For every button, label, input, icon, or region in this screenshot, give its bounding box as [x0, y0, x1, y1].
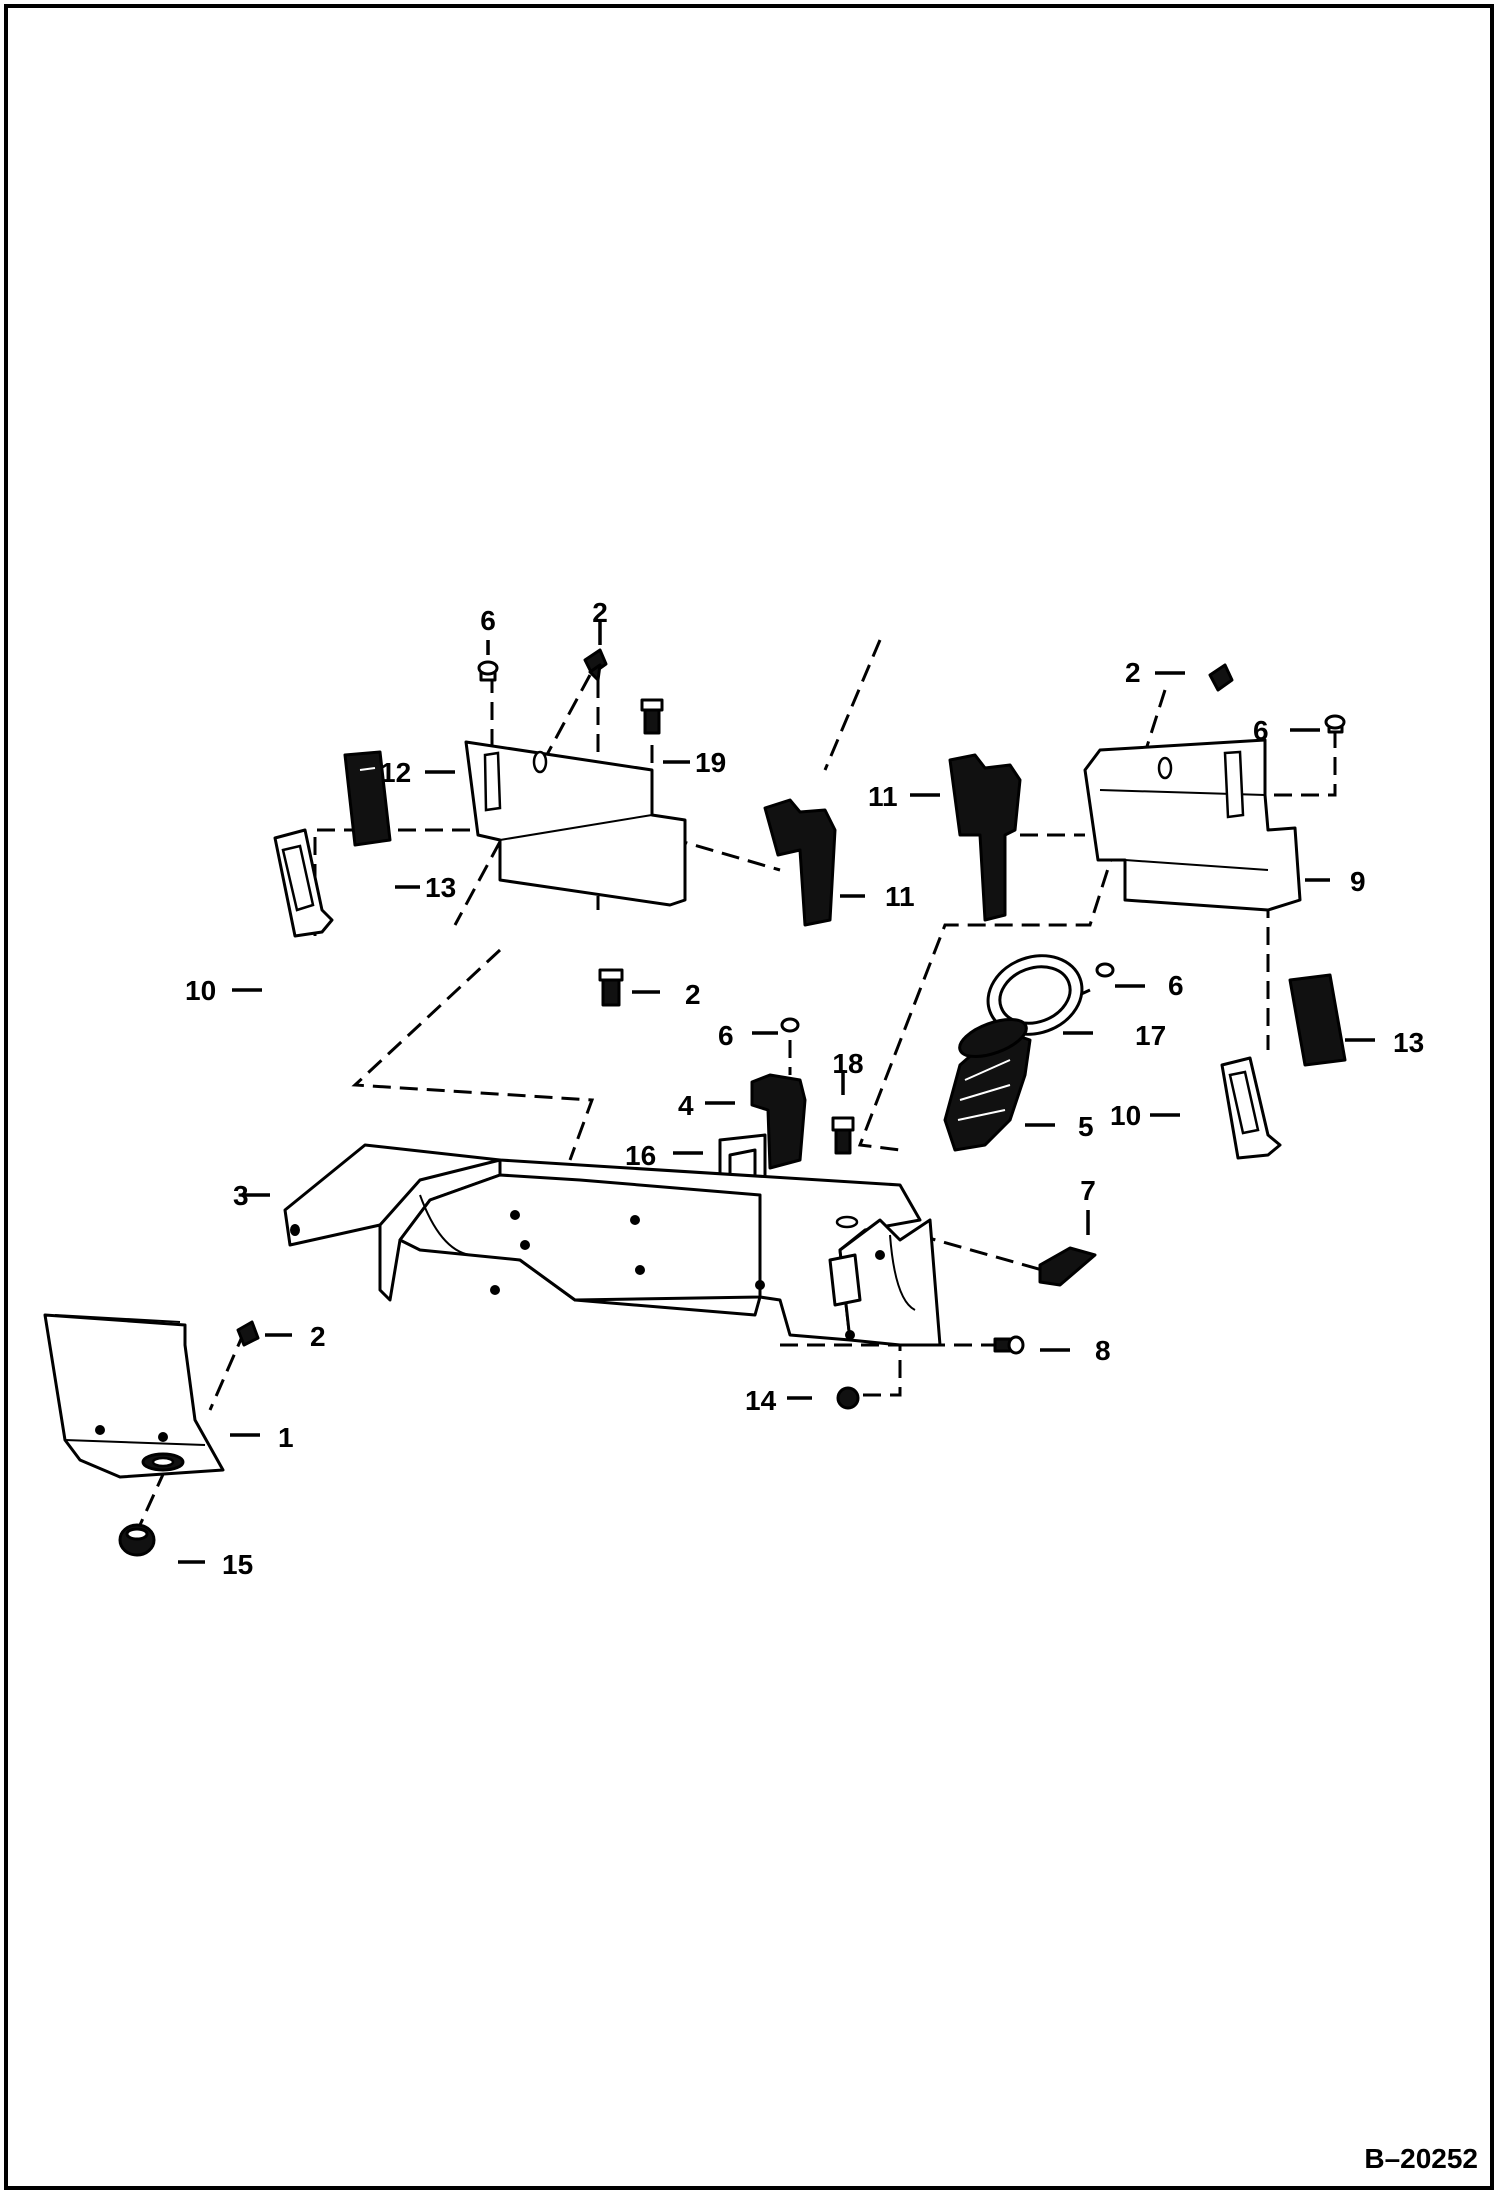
part-10-left-slotted-plate	[273, 828, 334, 938]
part-5-rubber-boot	[943, 1018, 1032, 1152]
part-6-screw-right	[1095, 962, 1115, 978]
part-15-grommet	[118, 1523, 156, 1557]
part-3-main-panel	[283, 1143, 942, 1347]
callout-19: 19	[695, 747, 726, 778]
part-6-screw-top-right	[1324, 714, 1346, 734]
part-17-gasket-ring	[986, 954, 1084, 1036]
part-1-lower-left-plate	[43, 1313, 225, 1479]
callout-12: 12	[380, 757, 411, 788]
callout-3: 3	[233, 1180, 249, 1211]
part-6-screw-top-left	[477, 660, 499, 682]
part-14-nut	[836, 1386, 860, 1410]
callout-13: 13	[425, 872, 456, 903]
callout-labels: 6 2 12 19 13 10 11 2 2 6 11 9 13 10 6 17…	[185, 597, 1424, 1580]
part-12-left-bracket	[464, 740, 687, 907]
callout-8: 8	[1095, 1335, 1111, 1366]
callout-4: 4	[678, 1090, 694, 1121]
part-13-right-rubber-pad	[1288, 973, 1347, 1067]
callout-5: 5	[1078, 1111, 1094, 1142]
callout-11: 11	[885, 881, 915, 912]
callout-2: 2	[310, 1321, 326, 1352]
part-8-pin	[993, 1335, 1025, 1355]
part-2-bolt-top-left	[583, 648, 608, 682]
part-18-bolt	[831, 1116, 855, 1155]
callout-6: 6	[1168, 970, 1184, 1001]
part-6-screw-centre	[780, 1017, 800, 1033]
callout-11: 11	[868, 781, 898, 812]
callout-6: 6	[480, 605, 496, 636]
part-7-small-pad	[1038, 1246, 1097, 1287]
part-10-right-slotted-plate	[1220, 1056, 1282, 1160]
callout-6: 6	[718, 1020, 734, 1051]
callout-2: 2	[592, 597, 608, 628]
part-4-center-rubber-block	[750, 1073, 807, 1170]
callout-2: 2	[685, 979, 701, 1010]
part-2-bolt-plate	[236, 1320, 260, 1347]
callout-16: 16	[625, 1140, 656, 1171]
callout-10: 10	[1110, 1100, 1141, 1131]
callout-17: 17	[1135, 1020, 1166, 1051]
part-11-left-rubber-block	[763, 798, 837, 927]
part-11-right-rubber-block	[948, 753, 1022, 922]
drawing-number: B–20252	[1364, 2143, 1478, 2174]
part-9-right-bracket	[1083, 738, 1302, 912]
callout-10: 10	[185, 975, 216, 1006]
callout-6: 6	[1253, 715, 1269, 746]
callout-2: 2	[1125, 657, 1141, 688]
callout-7: 7	[1080, 1175, 1096, 1206]
part-2-bolt-top-right	[1208, 663, 1234, 692]
callout-14: 14	[745, 1385, 777, 1416]
page-border	[4, 4, 1494, 2190]
callout-18: 18	[832, 1048, 863, 1079]
callout-15: 15	[222, 1549, 253, 1580]
part-19-bolt	[640, 698, 664, 735]
leader-lines	[178, 620, 1375, 1564]
callout-1: 1	[278, 1422, 294, 1453]
part-2-bolt-under-bracket	[598, 968, 624, 1007]
part-13-left-rubber-pad	[343, 750, 392, 847]
callout-9: 9	[1350, 866, 1366, 897]
callout-13: 13	[1393, 1027, 1424, 1058]
